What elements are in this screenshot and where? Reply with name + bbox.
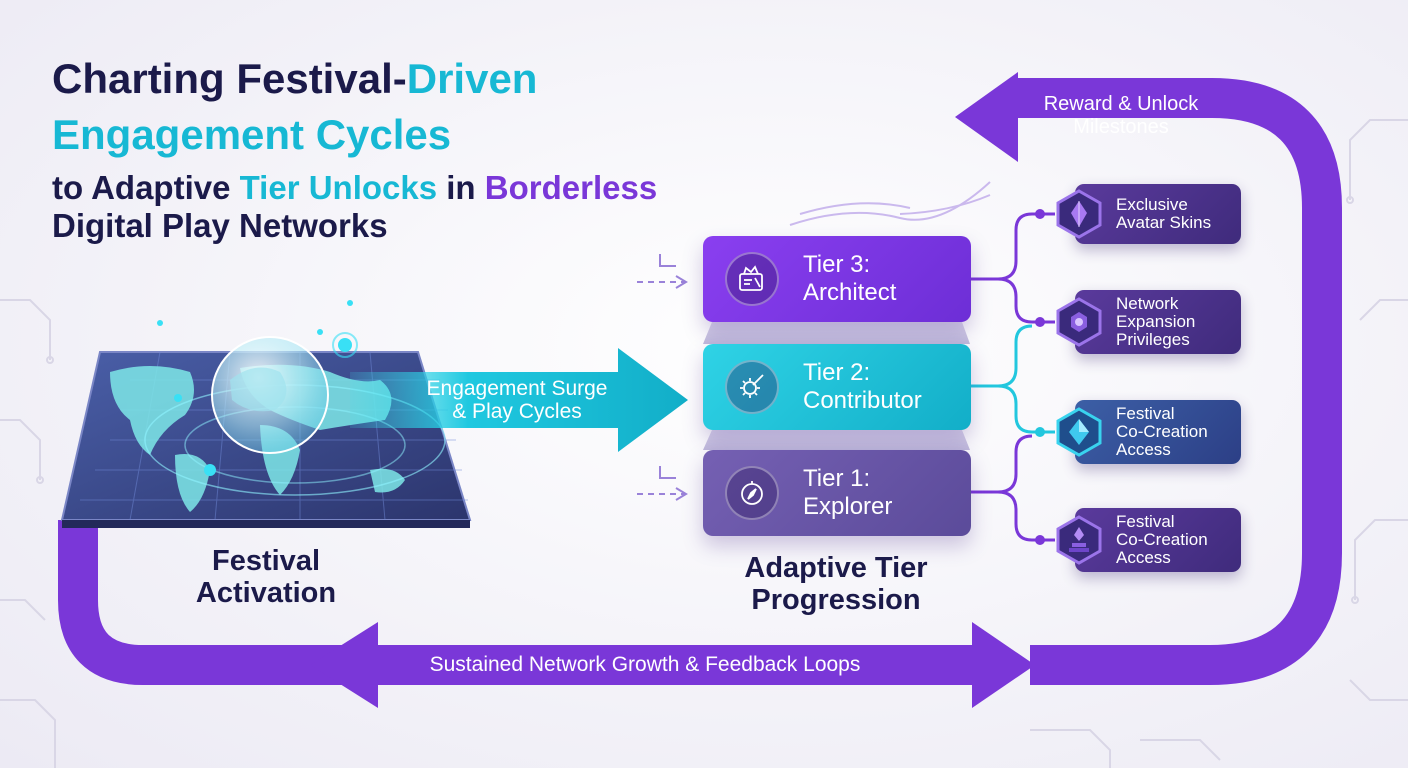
orb-icon [1056,297,1102,347]
subtitle-part-c: in [437,169,485,206]
blueprint-crown-icon [725,252,779,306]
reward-2-line-3: Privileges [1116,330,1190,349]
feedback-arrow-head-right [972,622,1035,708]
reward-card-avatar-skins[interactable]: Exclusive Avatar Skins [1075,184,1241,244]
engagement-arrow-label: Engagement Surge & Play Cycles [392,377,642,423]
tier-1-text: Tier 1: Explorer [803,465,892,521]
tier-1-role: Explorer [803,493,893,520]
reward-arrow-line-2: Milestones [1073,116,1169,138]
festival-activation-label: Festival Activation [166,545,366,609]
feedback-arrow-head-left [310,622,378,708]
title-line-1-accent: Driven [406,55,538,102]
reward-3-line-2: Co-Creation [1116,422,1208,441]
compass-icon [725,466,779,520]
reward-2-text: Network Expansion Privileges [1116,295,1195,349]
feedback-loop-label: Sustained Network Growth & Feedback Loop… [429,653,861,676]
reward-card-co-creation-access-1[interactable]: Festival Co-Creation Access [1075,400,1241,464]
progression-label-line-2: Progression [751,584,921,616]
tier-card-explorer[interactable]: Tier 1: Explorer [703,450,971,536]
tier-2-role: Contributor [803,387,922,414]
diamond-icon [1056,407,1102,457]
reward-1-line-1: Exclusive [1116,195,1188,214]
reward-3-line-3: Access [1116,440,1171,459]
festival-label-line-1: Festival [212,545,320,577]
reward-card-co-creation-access-2[interactable]: Festival Co-Creation Access [1075,508,1241,572]
tier-3-text: Tier 3: Architect [803,251,896,307]
tier-2-text: Tier 2: Contributor [803,359,922,415]
subtitle-part-d: Borderless [484,169,658,206]
engagement-arrow [350,348,688,452]
reward-2-line-1: Network [1116,294,1179,313]
adaptive-tier-progression-label: Adaptive Tier Progression [710,552,962,616]
crystal-icon [1056,189,1102,239]
reward-arrow-head [955,72,1018,162]
reward-3-line-1: Festival [1116,404,1175,423]
tier-3-role: Architect [803,279,897,306]
tier-2-name: Tier 2: [803,359,871,386]
engagement-label-line-1: Engagement Surge [426,377,608,400]
feedback-loop-arrow [58,520,340,685]
subtitle-part-b: Tier Unlocks [239,169,438,206]
subtitle-part-a: to Adaptive [52,169,240,206]
reward-1-line-2: Avatar Skins [1116,213,1212,232]
title-line-2: Engagement Cycles [52,111,452,158]
subtitle-line-2: Digital Play Networks [52,207,388,244]
engagement-label-line-2: & Play Cycles [452,400,582,423]
subtitle-line-1: to Adaptive Tier Unlocks in Borderless [52,168,657,208]
reward-4-line-1: Festival [1116,512,1175,531]
reward-1-text: Exclusive Avatar Skins [1116,196,1211,232]
reward-card-network-expansion[interactable]: Network Expansion Privileges [1075,290,1241,354]
pedestal-icon [1056,515,1102,565]
title-line-1: Charting Festival-Driven [52,54,537,104]
reward-4-text: Festival Co-Creation Access [1116,513,1208,567]
reward-2-line-2: Expansion [1116,312,1196,331]
gear-pencil-icon [725,360,779,414]
tier-card-contributor[interactable]: Tier 2: Contributor [703,344,971,430]
tier-card-architect[interactable]: Tier 3: Architect [703,236,971,322]
feedback-loop-right [1012,78,1342,685]
title-line-1-main: Charting Festival- [52,55,407,102]
feedback-arrow-body [340,645,990,685]
reward-4-line-2: Co-Creation [1116,530,1208,549]
reward-4-line-3: Access [1116,548,1171,567]
progression-label-line-1: Adaptive Tier [744,552,928,584]
reward-unlock-milestones-label: Reward & Unlock Milestones [1010,93,1232,139]
festival-label-line-2: Activation [195,577,337,609]
reward-arrow-line-1: Reward & Unlock [1043,93,1199,115]
reward-3-text: Festival Co-Creation Access [1116,405,1208,459]
circuit-traces [0,119,1408,768]
tier-1-name: Tier 1: [803,465,871,492]
tier-3-name: Tier 3: [803,251,871,278]
